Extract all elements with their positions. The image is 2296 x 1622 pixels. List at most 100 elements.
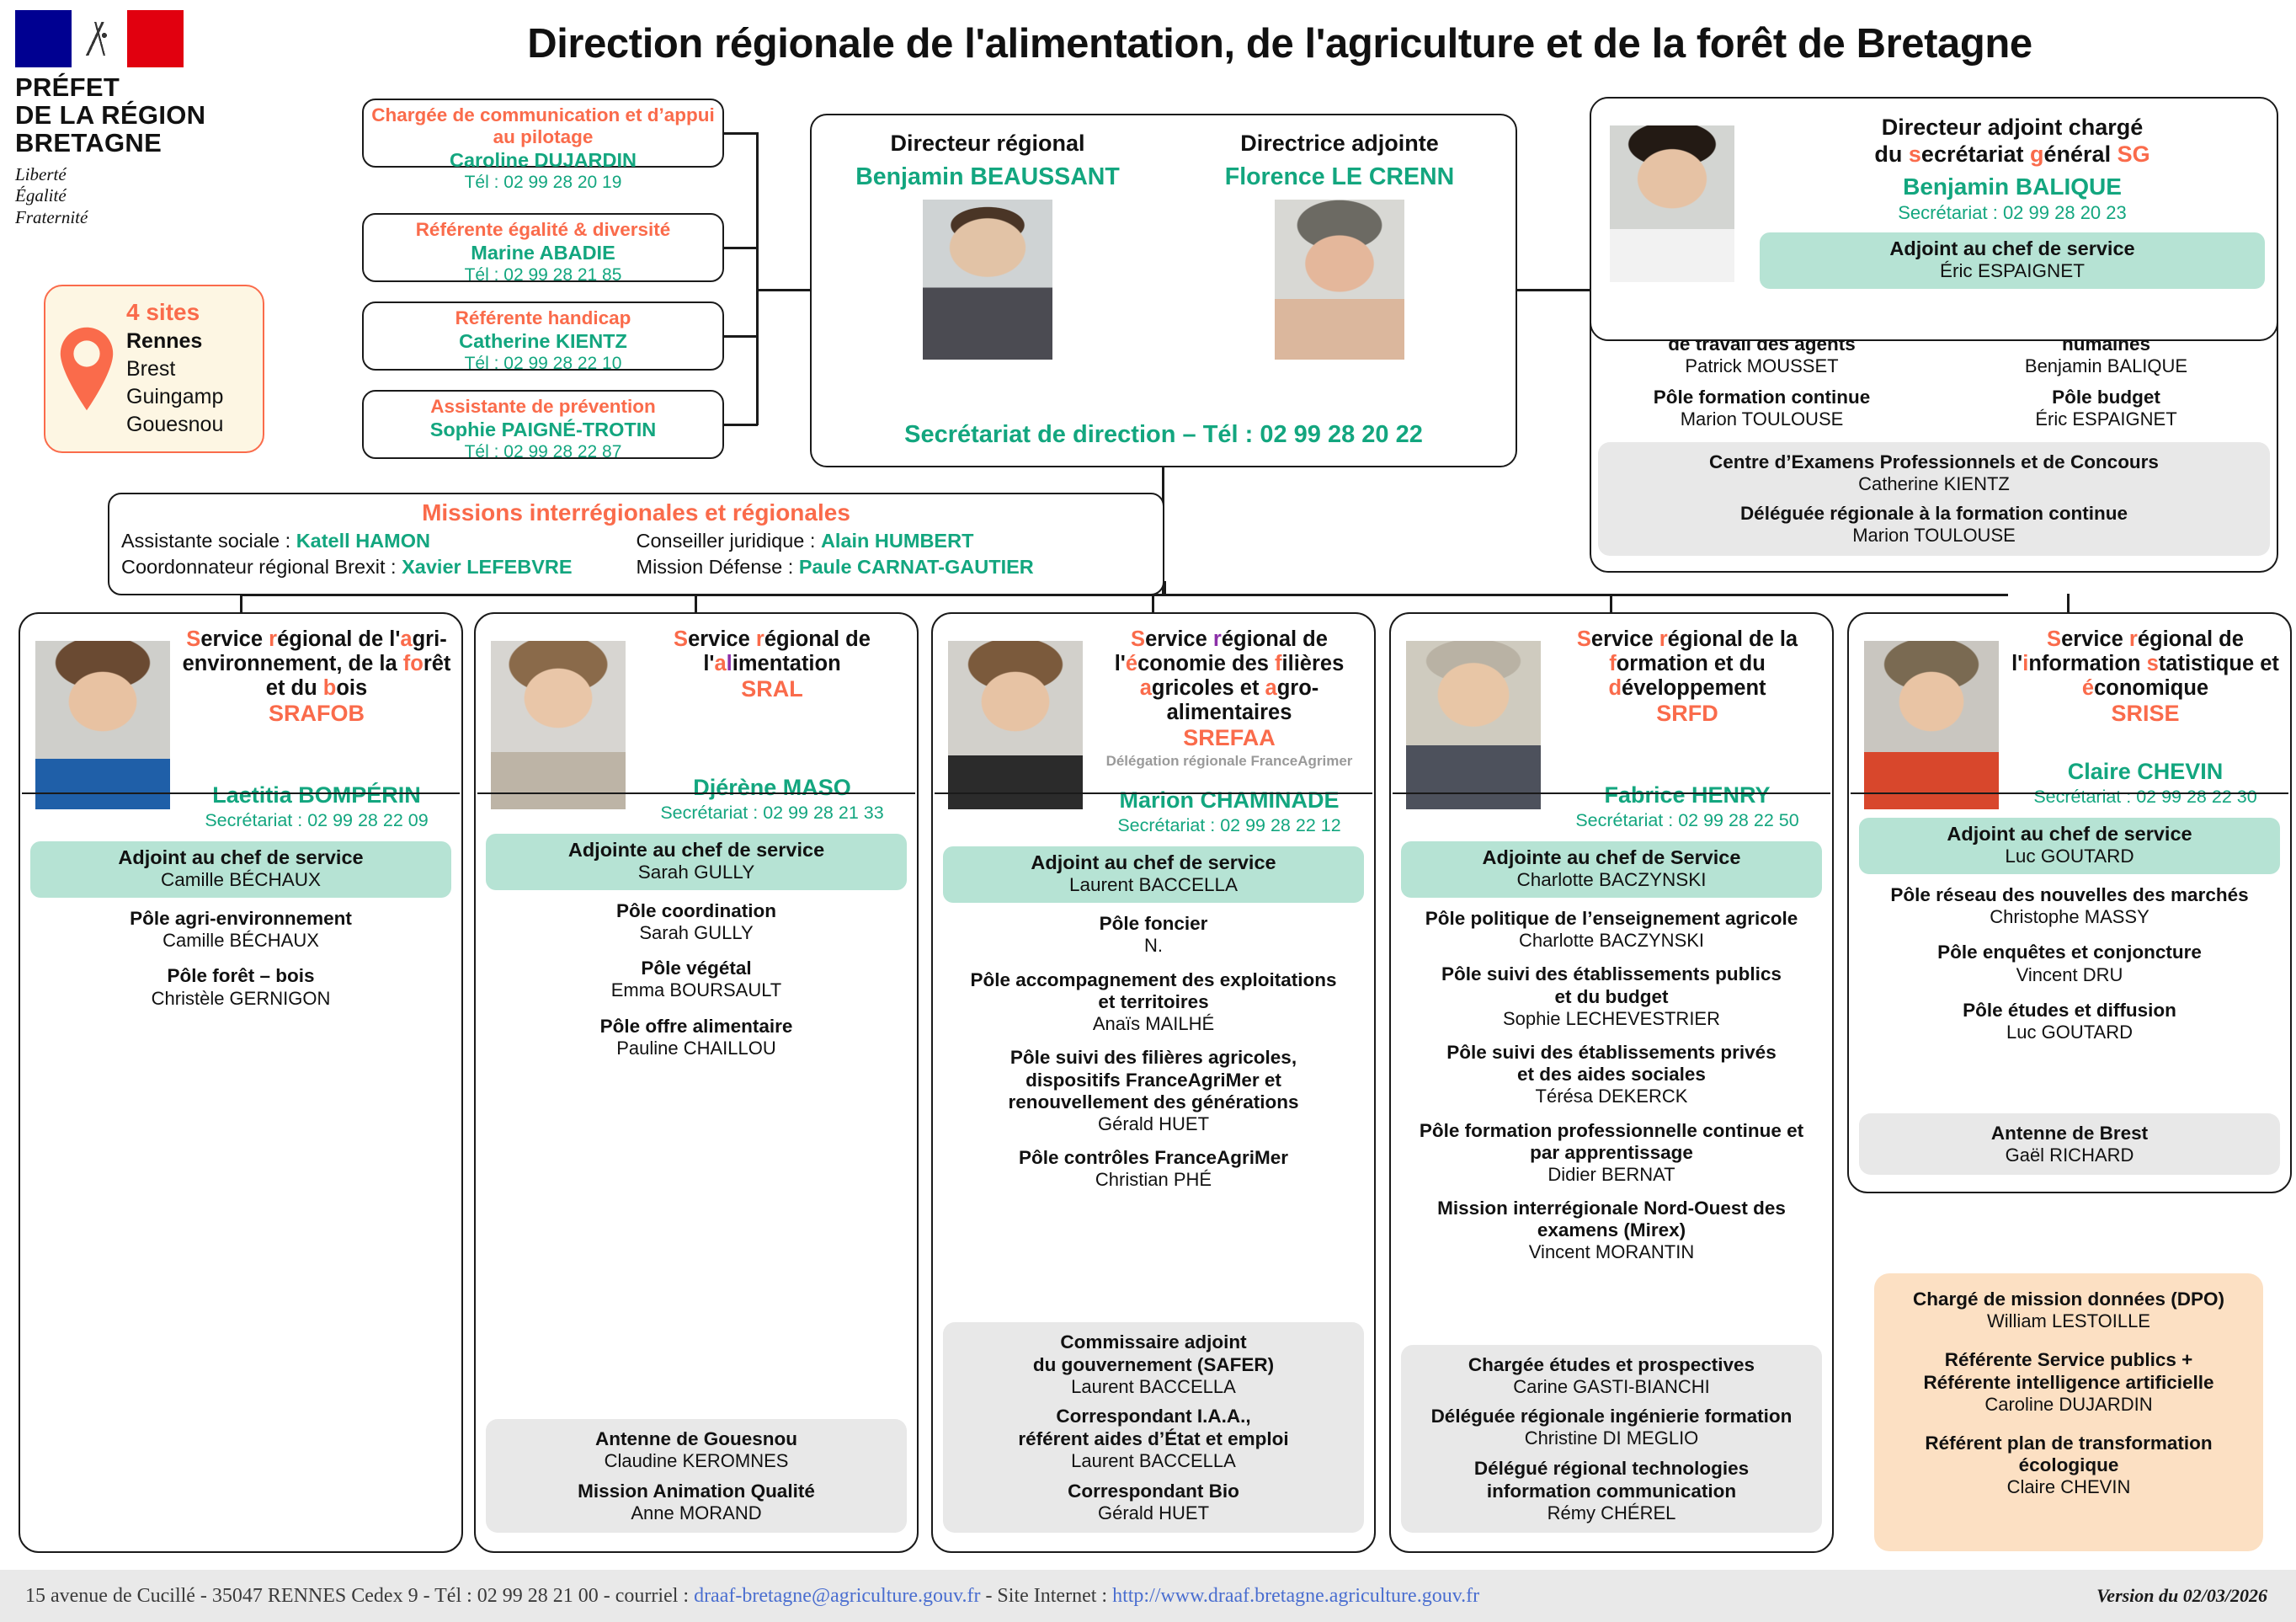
panel-title: Référent plan de transformation écologiq… [1925, 1433, 2213, 1476]
pole-name: Gérald HUET [1097, 1112, 1210, 1134]
pole-item: Pôle végétal Emma BOURSAULT [486, 958, 907, 1001]
panel-title: Chargé de mission données (DPO) [1912, 1289, 2225, 1310]
mission-name: Xavier LEFEBVRE [402, 556, 573, 579]
adjoint-name: Laurent BACCELLA [1068, 874, 1239, 896]
pole-item: Pôle suivi des établissements privés et … [1401, 1042, 1822, 1108]
service-column-sral: Service régional de l'alimentation SRAL … [474, 612, 919, 1553]
footer-website-link[interactable]: http://www.draaf.bretagne.agriculture.go… [1112, 1584, 1480, 1607]
staff-role: Référente égalité & diversité [415, 219, 671, 240]
mission-row: Assistante sociale : Katell HAMON [121, 528, 637, 554]
director-name: Benjamin BEAUSSANT [855, 163, 1120, 190]
connector-line [756, 289, 810, 291]
connector-line [2067, 594, 2070, 614]
grey-title: Déléguée régionale ingénierie formation [1430, 1406, 1793, 1427]
panel-item: Chargé de mission données (DPO) William … [1886, 1289, 2251, 1332]
pole-title: Pôle agri-environnement [130, 907, 352, 929]
service-title: Service régional de l'information statis… [2009, 614, 2282, 727]
footer-contact: 15 avenue de Cucillé - 35047 RENNES Cede… [25, 1585, 1479, 1608]
footer-mid: - Site Internet : [980, 1584, 1113, 1607]
grey-name: Catherine KIENTZ [1858, 473, 2010, 495]
pole-item: Pôle budget Éric ESPAIGNET [1934, 387, 2278, 430]
service-chief: Claire CHEVIN [2067, 758, 2224, 784]
pole-item: Pôle formation professionnelle continue … [1401, 1120, 1822, 1187]
pole-name: Christophe MASSY [1990, 906, 2150, 928]
service-title-text: Service régional de l'économie des filiè… [1114, 627, 1345, 725]
connector-line [724, 132, 758, 135]
staff-tel: Tél : 02 99 28 22 87 [464, 442, 622, 462]
pole-item: Pôle offre alimentaire Pauline CHAILLOU [486, 1016, 907, 1059]
grey-name: Anne MORAND [631, 1502, 762, 1523]
grey-title: Commissaire adjoint du gouvernement (SAF… [1032, 1331, 1275, 1375]
pole-name: Éric ESPAIGNET [2035, 408, 2177, 430]
sg-frame-bottom [1590, 253, 2278, 573]
sites-list: 4 sites Rennes Brest Guingamp Gouesnou [126, 299, 223, 439]
pole-item: Pôle suivi des filières agricoles, dispo… [943, 1047, 1364, 1135]
connector-bus [240, 594, 2008, 596]
mission-row: Conseiller juridique : Alain HUMBERT [637, 528, 1152, 554]
pole-name: Sarah GULLY [639, 921, 754, 943]
avatar [1275, 200, 1404, 360]
service-acronym: SRFD [1656, 701, 1718, 727]
service-title-text: Service régional de l'alimentation [674, 627, 871, 676]
pole-item: Pôle contrôles FranceAgriMer Christian P… [943, 1147, 1364, 1191]
pole-title: Pôle contrôles FranceAgriMer [1018, 1147, 1289, 1169]
avatar [35, 641, 170, 809]
republic-motto: Liberté Égalité Fraternité [15, 163, 88, 227]
footer-email-link[interactable]: draaf-bretagne@agriculture.gouv.fr [694, 1584, 981, 1607]
grey-name: Christine DI MEGLIO [1524, 1427, 1699, 1449]
grey-title: Antenne de Gouesnou [594, 1428, 797, 1450]
staff-name: Catherine KIENTZ [459, 330, 627, 353]
sg-title: Directeur adjoint chargé du secrétariat … [1874, 115, 2150, 168]
director-role: Directrice adjointe [1240, 131, 1439, 156]
service-column-srafob: Service régional de l'agri-environnement… [19, 612, 463, 1553]
pole-title: Pôle enquêtes et conjoncture [1937, 942, 2202, 963]
service-grey-band: Antenne de Gouesnou Claudine KEROMNES Mi… [486, 1419, 907, 1533]
adjoint-title: Adjoint au chef de service [118, 846, 364, 868]
director-name: Florence LE CRENN [1224, 163, 1455, 190]
panel-item: Référent plan de transformation écologiq… [1886, 1433, 2251, 1499]
pole-name: Patrick MOUSSET [1685, 355, 1839, 377]
grey-name: Carine GASTI-BIANCHI [1513, 1375, 1710, 1397]
grey-name: Gérald HUET [1097, 1502, 1210, 1523]
service-secretariat: Secrétariat : 02 99 28 22 50 [1575, 809, 1799, 830]
pole-item: Pôle accompagnement des exploitations et… [943, 969, 1364, 1036]
staff-tel: Tél : 02 99 28 22 10 [464, 354, 622, 374]
service-adjoint-band: Adjoint au chef de service Luc GOUTARD [1859, 817, 2280, 874]
connector-line [695, 594, 697, 614]
connector-line [724, 247, 758, 249]
service-title: Service régional de l'alimentation SRAL [636, 614, 908, 702]
pole-title: Pôle foncier [1099, 913, 1208, 935]
site-item: Brest [126, 357, 176, 381]
avatar [1864, 641, 1999, 809]
pole-item: Pôle foncier N. [943, 913, 1364, 957]
service-title-text: Service régional de l'agri-environnement… [182, 627, 451, 701]
service-title-text: Service régional de l'information statis… [2011, 627, 2279, 701]
service-adjoint-band: Adjoint au chef de service Camille BÉCHA… [30, 840, 451, 898]
pole-item: Pôle agri-environnement Camille BÉCHAUX [30, 908, 451, 952]
pole-item: Pôle réseau des nouvelles des marchés Ch… [1859, 884, 2280, 928]
service-subtitle: Délégation régionale FranceAgrimer [1105, 753, 1353, 770]
pole-item: Pôle coordination Sarah GULLY [486, 900, 907, 944]
adjoint-title: Adjoint au chef de service [1889, 237, 2135, 259]
grey-title: Délégué régional technologies informatio… [1473, 1457, 1750, 1502]
pole-name: Benjamin BALIQUE [2024, 355, 2188, 377]
service-acronym: SREFAA [1183, 725, 1276, 751]
staff-tel: Tél : 02 99 28 21 85 [464, 265, 622, 285]
adjoint-name: Camille BÉCHAUX [160, 868, 322, 890]
service-title: Service régional de la formation et du d… [1551, 614, 1824, 727]
pole-title: Pôle suivi des filières agricoles, dispo… [1008, 1047, 1299, 1112]
pole-item: Pôle études et diffusion Luc GOUTARD [1859, 1000, 2280, 1043]
service-acronym: SRISE [2111, 701, 2180, 727]
mission-label: Coordonnateur régional Brexit : [121, 556, 402, 579]
service-secretariat: Secrétariat : 02 99 28 22 12 [1117, 815, 1341, 836]
service-chief: Fabrice HENRY [1604, 782, 1771, 808]
avatar [1610, 125, 1734, 282]
service-title: Service régional de l'économie des filiè… [1093, 614, 1366, 769]
service-grey-band: Antenne de Brest Gaël RICHARD [1859, 1112, 2280, 1175]
pole-item: Mission interrégionale Nord-Ouest des ex… [1401, 1198, 1822, 1264]
pole-title: Pôle budget [2052, 386, 2160, 408]
grey-name: Rémy CHÉREL [1547, 1502, 1676, 1523]
french-flag-marianne-icon [15, 10, 184, 67]
mission-row: Mission Défense : Paule CARNAT-GAUTIER [637, 554, 1152, 580]
service-adjoint-band: Adjointe au chef de Service Charlotte BA… [1401, 840, 1822, 898]
